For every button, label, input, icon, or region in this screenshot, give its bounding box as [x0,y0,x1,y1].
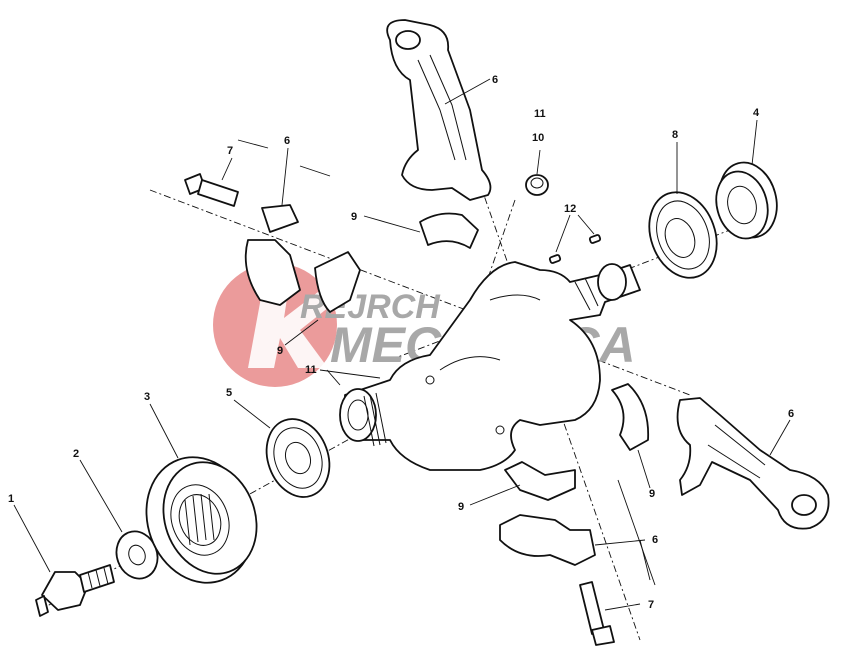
connecting-rod-upper [386,19,492,201]
part-10-bushing [525,174,549,196]
callout-6-upper-rod: 6 [492,74,498,86]
callout-7-lower: 7 [648,599,654,611]
callout-8: 8 [672,129,678,141]
part-12-dowel-pins [548,234,602,264]
callout-1: 1 [8,493,14,505]
callout-6-lower-cap: 6 [652,534,658,546]
part-4-ring-nut [715,161,778,240]
callout-5: 5 [226,387,232,399]
callout-2: 2 [73,448,79,460]
connecting-rod-lower-right [676,397,830,530]
watermark-k-mark [248,292,348,368]
callout-4: 4 [753,107,760,119]
callout-11-left: 11 [305,364,317,376]
callout-9-upper: 9 [351,211,357,223]
callout-9-left: 9 [277,345,283,357]
callout-10: 10 [532,132,544,144]
callout-7-upper: 7 [227,145,233,157]
part-5-gear-small [265,418,331,498]
part-8-timing-gear [648,191,718,279]
callout-3: 3 [144,391,150,403]
crankshaft [339,261,641,471]
leader-lines [13,78,791,611]
part-9-bearing-shells [314,212,650,501]
part-7-bolts [184,173,615,646]
part-6-bearing-caps [244,204,596,566]
callout-6-right-rod: 6 [788,408,794,420]
callout-9-right: 9 [649,488,655,500]
callout-9-lower: 9 [458,501,464,513]
callout-12: 12 [564,203,576,215]
part-1-bolt [35,564,115,617]
part-3-gear-large [145,456,258,584]
callout-6-left-cap: 6 [284,135,290,147]
callouts: 1 2 3 4 5 6 6 6 6 7 7 8 9 9 9 9 10 11 11… [8,74,794,611]
callout-11-upper: 11 [534,108,546,120]
